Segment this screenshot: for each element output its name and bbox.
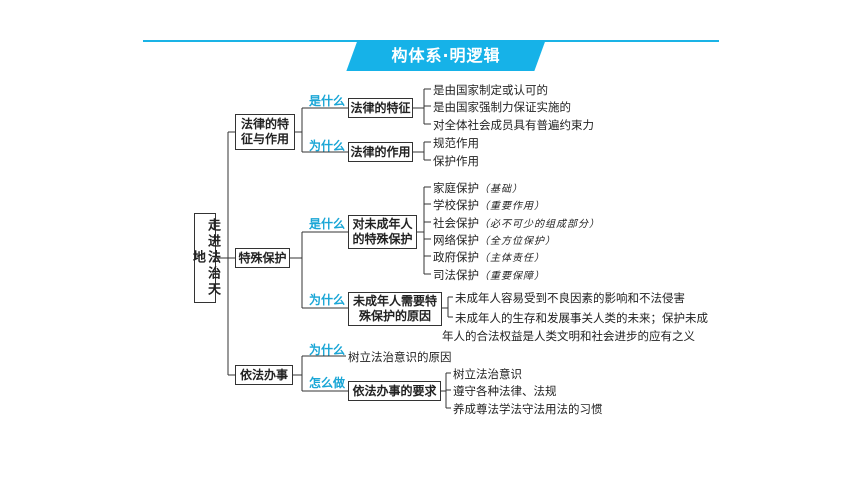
- header-title: 构体系·明逻辑: [391, 46, 501, 65]
- tag-why: 为什么: [309, 293, 346, 307]
- leaf: 养成尊法学法守法用法的习惯: [453, 402, 603, 416]
- leaf: 是由国家制定或认可的: [433, 83, 548, 97]
- tag-how: 怎么做: [309, 376, 346, 390]
- leaf: 树立法治意识的原因: [348, 350, 452, 364]
- leaf: 政府保护（主体责任）: [433, 250, 545, 264]
- leaf: 对全体社会成员具有普遍约束力: [433, 118, 594, 132]
- leaf: 遵守各种法律、法规: [453, 384, 557, 398]
- leaf: 年人的合法权益是人类文明和社会进步的应有之义: [442, 329, 695, 343]
- leaf: 规范作用: [433, 136, 479, 150]
- leaf: 未成年人的生存和发展事关人类的未来；保护未成: [455, 311, 708, 325]
- leaf: 学校保护（重要作用）: [433, 198, 545, 212]
- tag-why: 为什么: [309, 139, 346, 153]
- node-law-features: 法律的特征: [348, 98, 413, 118]
- branch-node-act-by-law: 依法办事: [235, 365, 293, 385]
- leaf: 社会保护（必不可少的组成部分）: [433, 216, 600, 230]
- tag-what: 是什么: [309, 217, 346, 231]
- leaf: 未成年人容易受到不良因素的影响和不法侵害: [455, 291, 685, 305]
- leaf: 司法保护（重要保障）: [433, 268, 545, 282]
- tag-what: 是什么: [309, 94, 346, 108]
- leaf: 保护作用: [433, 154, 479, 168]
- leaf: 网络保护（全方位保护）: [433, 233, 556, 247]
- leaf: 树立法治意识: [453, 367, 522, 381]
- node-minor-protection: 对未成年人的特殊保护: [348, 215, 417, 249]
- node-law-roles: 法律的作用: [348, 142, 413, 162]
- branch-node-law-features: 法律的特征与作用: [235, 114, 295, 150]
- leaf: 是由国家强制力保证实施的: [433, 100, 571, 114]
- leaf: 家庭保护（基础）: [433, 181, 523, 195]
- node-law-requirements: 依法办事的要求: [348, 381, 441, 401]
- node-protection-reasons: 未成年人需要特殊保护的原因: [348, 292, 442, 326]
- branch-node-special-protection: 特殊保护: [235, 248, 290, 268]
- tag-why: 为什么: [309, 343, 346, 357]
- root-node: 走进法治天地: [190, 213, 220, 303]
